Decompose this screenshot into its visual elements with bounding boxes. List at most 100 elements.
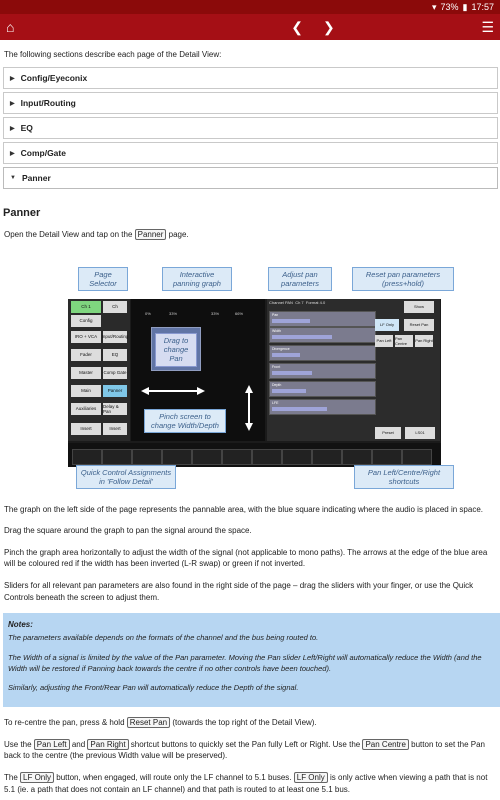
quick-control (282, 448, 312, 465)
section-label: Comp/Gate (20, 148, 66, 158)
para-lf: The LF Only button, when engaged, will r… (4, 772, 488, 794)
lf-only-ref: LF Only (293, 772, 328, 784)
caret-right-icon: ▶ (10, 75, 15, 82)
device-label: Pan Right (415, 334, 433, 347)
chevron-left-icon[interactable]: ❮ (291, 19, 303, 35)
note-1: The parameters available depends on the … (8, 632, 319, 642)
device-label: IRO + VCA (71, 330, 101, 343)
menu-icon[interactable]: ☰ (481, 19, 494, 35)
home-icon[interactable]: ⌂ (6, 19, 15, 35)
device-label: Panner (103, 384, 127, 397)
device-label: Fader (71, 348, 101, 361)
pan-slider[interactable]: Pan (269, 310, 376, 327)
section-panner[interactable]: ▼ Panner (3, 167, 498, 189)
panel-header: Channel PAN Ch 7 Format 4.0 (269, 299, 326, 305)
note-3: Similarly, adjusting the Front/Rear Pan … (8, 683, 299, 693)
device-label: Comp Gate (103, 366, 127, 379)
section-label: Config/Eyeconix (20, 73, 88, 83)
chevron-right-icon[interactable]: ❯ (322, 19, 335, 35)
callout-page-selector: Page Selector (78, 266, 128, 292)
device-label: Auxiliaries (71, 402, 101, 415)
device-label: Reset Pan (404, 318, 434, 331)
device-label: Ch (103, 300, 127, 313)
device-label: LS01 (405, 426, 435, 439)
quick-control (222, 448, 252, 465)
device-label: Delay & Pan (103, 402, 127, 415)
notes-heading: Notes: (8, 620, 33, 630)
battery-icon: ▮ (462, 1, 468, 12)
status-bar: ▾ 73% ▮ 17:57 (0, 0, 500, 14)
device-label: LF Only (375, 318, 399, 331)
section-label: Input/Routing (20, 98, 76, 108)
quick-controls-strip (68, 442, 441, 467)
page-content: The following sections describe each pag… (0, 40, 500, 800)
detail-view-screenshot: Ch 1 Config IRO + VCA Fader Master Main … (68, 298, 441, 467)
depth-slider[interactable]: Depth (269, 380, 376, 397)
caret-right-icon: ▶ (10, 125, 15, 132)
graph-percent: 33% (169, 310, 178, 316)
width-slider[interactable]: Width (269, 326, 376, 343)
caret-right-icon: ▶ (10, 150, 15, 157)
lf-only-ref: LF Only (20, 772, 55, 784)
pan-centre-ref: Pan Centre (362, 738, 409, 750)
quick-control (252, 448, 282, 465)
quick-control (402, 448, 432, 465)
lfe-slider[interactable]: LFE (269, 398, 376, 415)
pan-right-ref: Pan Right (87, 738, 129, 750)
caret-right-icon: ▶ (10, 100, 15, 107)
quick-control (162, 448, 192, 465)
device-label: Preset (375, 426, 401, 439)
para-sliders: Sliders for all relevant pan parameters … (4, 580, 474, 602)
divergence-slider[interactable]: Divergence (269, 344, 376, 361)
section-label: Panner (21, 173, 51, 183)
graph-percent: 33% (211, 310, 220, 316)
quick-control (372, 448, 402, 465)
device-label: Main (71, 384, 101, 397)
callout-drag-square: Drag to change Pan (155, 332, 197, 367)
para-graph: The graph on the left side of the page r… (4, 504, 483, 514)
device-label: EQ (103, 348, 127, 361)
quick-control (342, 448, 372, 465)
clock: 17:57 (471, 2, 494, 12)
para-drag: Drag the square around the graph to pan … (4, 526, 252, 536)
callout-lr-shortcuts: Pan Left/Centre/Right shortcuts (354, 464, 454, 490)
app-toolbar: ⌂ ❮ ❯ ☰ (0, 14, 500, 40)
notes-box: Notes: The parameters available depends … (3, 613, 500, 708)
callout-pinch: Pinch screen to change Width/Depth (144, 408, 226, 434)
para-reset: To re-centre the pan, press & hold Reset… (4, 717, 317, 729)
page-selector-panel: Ch 1 Config IRO + VCA Fader Master Main … (68, 298, 130, 441)
device-label: Input/Routing (102, 330, 128, 343)
pan-left-ref: Pan Left (33, 738, 70, 750)
battery-percent: 73% (440, 2, 459, 12)
device-label: Pan Left (375, 334, 393, 347)
open-panner-text: Open the Detail View and tap on the Pann… (4, 229, 189, 240)
callout-quick-control: Quick Control Assignments in 'Follow Det… (76, 464, 176, 490)
graph-percent: 0% (145, 310, 151, 316)
device-label: Master (71, 366, 101, 379)
front-slider[interactable]: Front (269, 362, 376, 379)
quick-control (312, 448, 342, 465)
wifi-icon: ▾ (431, 1, 437, 12)
device-label: Show (404, 300, 434, 313)
device-label: Pan Centre (395, 334, 413, 347)
section-comp-gate[interactable]: ▶ Comp/Gate (3, 142, 498, 164)
para-pinch: Pinch the graph area horizontally to adj… (4, 547, 488, 569)
callout-interactive-graph: Interactive panning graph (162, 266, 232, 292)
pan-parameter-panel: Channel PAN Ch 7 Format 4.0 Pan Width Di… (267, 298, 440, 441)
section-input-routing[interactable]: ▶ Input/Routing (3, 92, 498, 114)
device-label: Insert (71, 422, 101, 435)
panner-button-ref: Panner (134, 229, 167, 240)
page-nav: ❮ ❯ (291, 20, 334, 34)
note-2: The Width of a signal is limited by the … (8, 652, 482, 673)
quick-control (192, 448, 222, 465)
device-label: Insert (103, 422, 127, 435)
section-eq[interactable]: ▶ EQ (3, 117, 498, 139)
device-label: Ch 1 (71, 300, 101, 313)
callout-adjust-params: Adjust pan parameters (268, 266, 332, 292)
intro-text: The following sections describe each pag… (4, 50, 222, 59)
callout-reset-params: Reset pan parameters (press+hold) (352, 266, 454, 292)
quick-control (132, 448, 162, 465)
graph-arrows (141, 384, 253, 431)
panner-figure: Page Selector Interactive panning graph … (0, 251, 500, 496)
section-config-eyeconix[interactable]: ▶ Config/Eyeconix (3, 67, 498, 89)
